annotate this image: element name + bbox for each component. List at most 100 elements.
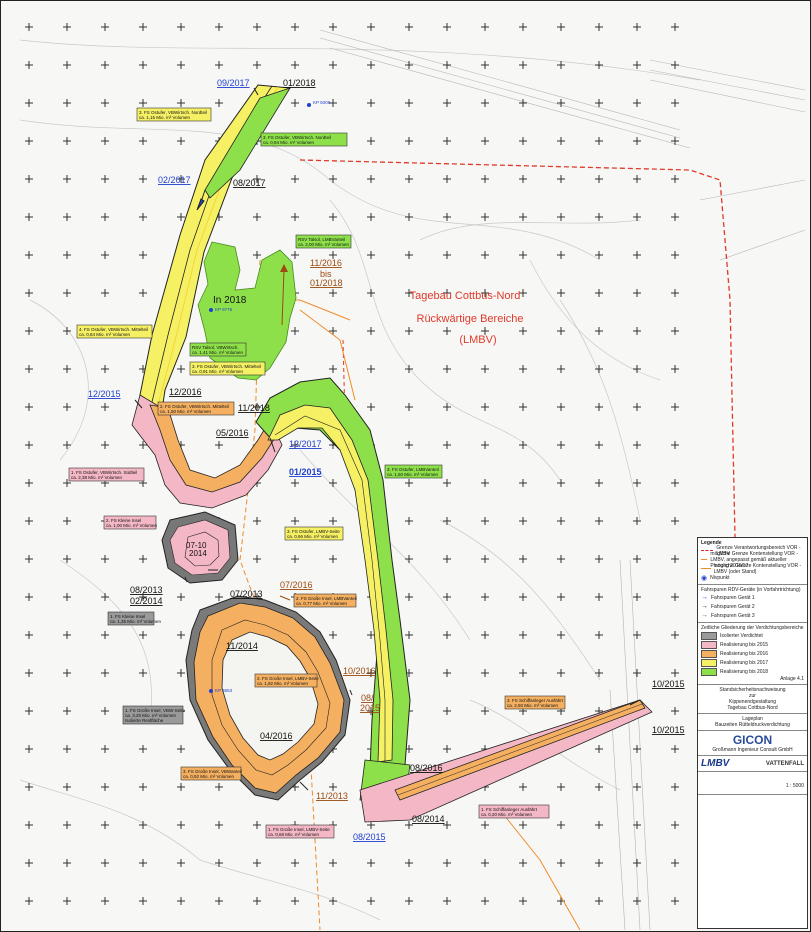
svg-text:1. FS Ostufer, VBWirtsch. Südt: 1. FS Ostufer, VBWirtsch. Südteil — [71, 470, 137, 475]
svg-text:RSV Talsol, VBWirtsch.: RSV Talsol, VBWirtsch. — [192, 345, 239, 350]
date-label: 10/2015 — [652, 679, 685, 689]
svg-text:ca. 1,50 Mio. m³ Volumen: ca. 1,50 Mio. m³ Volumen — [387, 472, 439, 477]
date-label: 12/2015 — [88, 389, 121, 399]
svg-text:3. FS Schiffanleger Ausfährt: 3. FS Schiffanleger Ausfährt — [507, 698, 564, 703]
boundary-line — [299, 159, 736, 538]
svg-text:ca. 0,66 Mio. m³ Volumen: ca. 0,66 Mio. m³ Volumen — [287, 534, 339, 539]
date-label: 11/2013 — [316, 791, 348, 801]
nivpoint-marker — [209, 689, 213, 693]
svg-text:ca. 1,00 Mio. m³ Volumen: ca. 1,00 Mio. m³ Volumen — [106, 523, 158, 528]
kp-label: KP 3653 — [215, 688, 233, 693]
arrow-icon: → — [701, 594, 708, 601]
swatch-yellow — [701, 658, 717, 667]
nivpoint-icon: ◉ — [701, 574, 708, 582]
arrow-icon: → — [701, 603, 708, 610]
date-label: In 2018 — [213, 295, 247, 306]
svg-text:3. FS Ostufer, VBWirtsch. Nord: 3. FS Ostufer, VBWirtsch. Nordteil — [263, 135, 331, 140]
svg-text:ca. 0,92 Mio. m³ Volumen: ca. 0,92 Mio. m³ Volumen — [183, 774, 235, 779]
gicon-logo: GICON — [732, 733, 773, 747]
date-label: 05/2016 — [216, 428, 249, 438]
date-label: 11/2014 — [226, 641, 258, 651]
kp-label: KP 9776 — [215, 307, 233, 312]
svg-text:ca. 1,15 Mio. m³ Volumen: ca. 1,15 Mio. m³ Volumen — [139, 115, 191, 120]
map-title-line2: Rückwärtige Bereiche — [417, 313, 524, 325]
svg-text:2. FS Kleine Insel: 2. FS Kleine Insel — [106, 518, 141, 523]
scale-label: 1 : 5000 — [785, 783, 804, 789]
svg-text:ca. 0,20 Mio. m³ Volumen: ca. 0,20 Mio. m³ Volumen — [481, 812, 533, 817]
svg-text:Isolierte Restfläche: Isolierte Restfläche — [125, 718, 164, 723]
svg-text:1. FS Große Insel, VBW-Seite: 1. FS Große Insel, VBW-Seite — [125, 708, 185, 713]
swatch-orange — [701, 649, 717, 658]
svg-text:ca. 0,77 Mio. m³ Volumen: ca. 0,77 Mio. m³ Volumen — [296, 601, 348, 606]
date-label: 08/2013 — [130, 585, 163, 595]
date-label: 08/ — [361, 693, 374, 703]
svg-text:ca. 0,84 Mio. m³ Volumen: ca. 0,84 Mio. m³ Volumen — [79, 332, 131, 337]
svg-text:ca. 1,50 Mio. m³ Volumen: ca. 1,50 Mio. m³ Volumen — [160, 409, 212, 414]
date-label: 12/2017 — [289, 439, 322, 449]
date-label: 07/2013 — [230, 589, 263, 599]
svg-text:RSV Talsol, LMBVanteil: RSV Talsol, LMBVanteil — [298, 237, 345, 242]
date-label: 2015 — [360, 703, 380, 713]
svg-text:ca. 1,35 Mio. m³ Volumen: ca. 1,35 Mio. m³ Volumen — [110, 619, 162, 624]
svg-text:4. FS Ostufer, VBWirtsch. Mitt: 4. FS Ostufer, VBWirtsch. Mittelteil — [79, 327, 148, 332]
date-label: 08/2017 — [233, 178, 266, 188]
svg-text:ca. 0,68 Mio. m³ Volumen: ca. 0,68 Mio. m³ Volumen — [268, 832, 320, 837]
date-label: 11/2018 — [238, 403, 270, 413]
date-label: 01/2018 — [283, 78, 316, 88]
svg-text:ca. 2,00 Mio. m³ Volumen: ca. 2,00 Mio. m³ Volumen — [298, 242, 350, 247]
annotation-box: 3. FS Ostufer, VBWirtsch. Mittelteilca. … — [189, 361, 266, 376]
svg-text:3. FS Ostufer, VBWirtsch. Mitt: 3. FS Ostufer, VBWirtsch. Mittelteil — [192, 364, 261, 369]
date-label: 12/2016 — [169, 387, 202, 397]
svg-text:2. FS Große Insel, LMBVanteil: 2. FS Große Insel, LMBVanteil — [296, 596, 357, 601]
date-label: 04/2016 — [260, 731, 293, 741]
date-label: 08/2016 — [410, 763, 443, 773]
svg-text:ca. 1,92 Mio. m³ Volumen: ca. 1,92 Mio. m³ Volumen — [257, 681, 309, 686]
date-label: 11/2016 — [310, 258, 342, 268]
svg-text:1. FS Große Insel, LMBV-Seite: 1. FS Große Insel, LMBV-Seite — [268, 827, 330, 832]
date-label: bis — [320, 269, 332, 279]
date-label: 08/2014 — [412, 814, 445, 824]
svg-text:ca. 0,91 Mio. m³ Volumen: ca. 0,91 Mio. m³ Volumen — [192, 369, 244, 374]
svg-text:1. FS Kleine Insel: 1. FS Kleine Insel — [110, 614, 145, 619]
svg-text:ca. 2,38 Mio. m³ Volumen: ca. 2,38 Mio. m³ Volumen — [71, 475, 123, 480]
lmbv-logo: LMBV — [701, 758, 730, 769]
annex-label: Anlage 4.1 — [780, 676, 804, 682]
svg-text:ca. 2,50 Mio. m³ Volumen: ca. 2,50 Mio. m³ Volumen — [507, 703, 559, 708]
annotation-box: 4. FS Ostufer, VBWirtsch. Mittelteilca. … — [76, 324, 153, 339]
kp-label: KP 5008 — [313, 100, 331, 105]
date-label: 02/2014 — [130, 596, 163, 606]
date-label: 10/2015 — [652, 725, 685, 735]
svg-text:1. FS Schiffanleger Ausfährt: 1. FS Schiffanleger Ausfährt — [481, 807, 538, 812]
orange-line-icon — [701, 568, 711, 569]
swatch-green — [701, 667, 717, 676]
date-label: 01/2015 — [289, 467, 322, 477]
date-label: 02/2017 — [158, 175, 191, 185]
boundary-line-icon — [701, 550, 714, 551]
orange-line-icon — [701, 559, 708, 560]
svg-text:ca. 3,20 Mio. m³ Volumen: ca. 3,20 Mio. m³ Volumen — [125, 713, 177, 718]
date-label: 07/2016 — [280, 580, 313, 590]
annotation-box: RSV Talsol, VBWirtsch.ca. 1,41 Mio. m³ V… — [189, 342, 247, 357]
map-title-line3: (LMBV) — [459, 334, 496, 346]
legend-title: Legende — [701, 540, 722, 546]
date-label: 09/2017 — [217, 78, 250, 88]
date-label: 08/2015 — [353, 832, 386, 842]
nivpoint-marker — [209, 308, 213, 312]
svg-text:3. FS Ostufer, LMBV-Seite: 3. FS Ostufer, LMBV-Seite — [287, 529, 340, 534]
svg-text:2. FS Ostufer, VBWirtsch. Mitt: 2. FS Ostufer, VBWirtsch. Mittelteil — [160, 404, 229, 409]
annotation-box: 2. FS Ostufer, VBWirtsch. Mittelteilca. … — [157, 401, 235, 416]
date-label: 2014 — [189, 549, 207, 558]
